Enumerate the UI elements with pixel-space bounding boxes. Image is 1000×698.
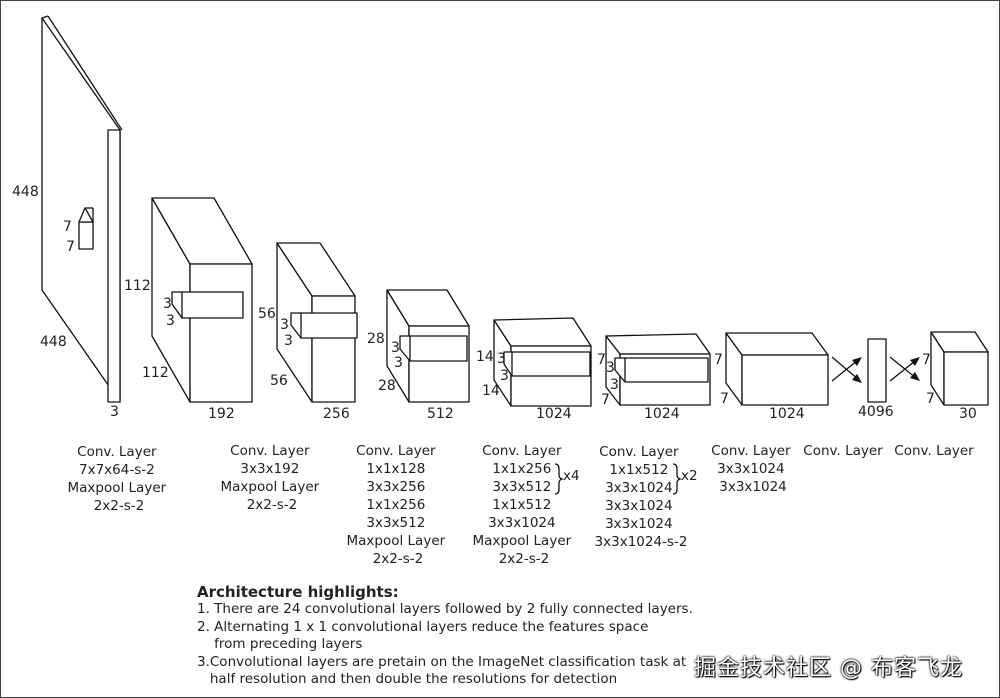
- l1-kernel-b-label: 7: [66, 239, 75, 255]
- l7-width-label: 7: [720, 391, 729, 407]
- l2-kernel-a-label: 3: [163, 296, 172, 312]
- l6-depth-label: 1024: [644, 406, 680, 422]
- out-height-label: 7: [922, 352, 931, 368]
- output-volume: [930, 331, 989, 406]
- repeat-label-x2: x2: [681, 468, 698, 484]
- input-volume: [41, 15, 123, 403]
- layer5-volume: [493, 317, 592, 407]
- l3-kernel-b-label: 3: [284, 333, 293, 349]
- l4-depth-label: 512: [427, 406, 454, 422]
- l6-kernel-b-label: 3: [610, 377, 619, 393]
- l2-kernel-b-label: 3: [166, 313, 175, 329]
- caption-layer2: Conv. Layer 3x3x192 Maxpool Layer 2x2-s-…: [221, 443, 324, 513]
- l6-kernel-a-label: 3: [606, 360, 615, 376]
- l1-width-label: 448: [40, 334, 67, 350]
- l4-kernel-a-label: 3: [391, 340, 400, 356]
- l2-width-label: 112: [142, 365, 169, 381]
- caption-layer7: Conv. Layer: [803, 443, 883, 459]
- l3-depth-label: 256: [323, 406, 350, 422]
- layer4-volume: [386, 289, 470, 403]
- watermark: 掘金技术社区 @ 布客飞龙: [694, 656, 963, 681]
- note-item-2: 2. Alternating 1 x 1 convolutional layer…: [197, 618, 649, 653]
- repeat-brace-x4: [554, 463, 565, 495]
- l5-width-label: 14: [482, 383, 500, 399]
- layer7-volume: [725, 332, 829, 406]
- architecture-notes: Architecture highlights: 1. There are 24…: [197, 583, 717, 689]
- l4-width-label: 28: [378, 378, 396, 394]
- l7-depth-label: 1024: [769, 406, 805, 422]
- l4-height-label: 28: [367, 331, 385, 347]
- l1-depth-label: 3: [110, 404, 119, 420]
- caption-layer6: Conv. Layer 3x3x1024 3x3x1024: [711, 443, 795, 495]
- l3-height-label: 56: [258, 306, 276, 322]
- repeat-brace-x2: [672, 463, 683, 495]
- l3-kernel-a-label: 3: [280, 317, 289, 333]
- l5-kernel-a-label: 3: [497, 351, 506, 367]
- fc1-vector: [867, 338, 887, 403]
- l2-depth-label: 192: [208, 406, 235, 422]
- l5-height-label: 14: [476, 349, 494, 365]
- out-width-label: 7: [926, 391, 935, 407]
- caption-layer4: Conv. Layer 1x1x256 3x3x512 1x1x512 3x3x…: [473, 443, 576, 567]
- layer3-volume: [276, 242, 358, 403]
- l1-height-label: 448: [12, 184, 39, 200]
- out-depth-label: 30: [959, 406, 977, 422]
- caption-layer1: Conv. Layer 7x7x64-s-2 Maxpool Layer 2x2…: [68, 444, 171, 514]
- note-item-1: 1. There are 24 convolutional layers fol…: [197, 601, 693, 617]
- l2-height-label: 112: [124, 278, 151, 294]
- l1-kernel-a-label: 7: [63, 219, 72, 235]
- layer6-volume: [605, 333, 711, 406]
- caption-layer3: Conv. Layer 1x1x128 3x3x256 1x1x256 3x3x…: [347, 443, 450, 567]
- l5-kernel-b-label: 3: [500, 368, 509, 384]
- l7-height-label: 7: [714, 352, 723, 368]
- fc1-connections: [831, 356, 862, 383]
- layer2-volume: [151, 197, 253, 403]
- notes-title: Architecture highlights:: [197, 583, 399, 601]
- fc2-connections: [889, 356, 920, 382]
- note-item-3: 3.Convolutional layers are pretain on th…: [197, 653, 687, 688]
- l5-depth-label: 1024: [536, 406, 572, 422]
- l3-width-label: 56: [270, 373, 288, 389]
- caption-layer8: Conv. Layer: [894, 443, 974, 459]
- repeat-label-x4: x4: [563, 468, 580, 484]
- l6-width-label: 7: [601, 392, 610, 408]
- fc1-size-label: 4096: [858, 404, 894, 420]
- caption-layer5: Conv. Layer 1x1x512 3x3x1024 3x3x1024 3x…: [595, 444, 688, 550]
- l6-height-label: 7: [597, 352, 606, 368]
- l4-kernel-b-label: 3: [394, 355, 403, 371]
